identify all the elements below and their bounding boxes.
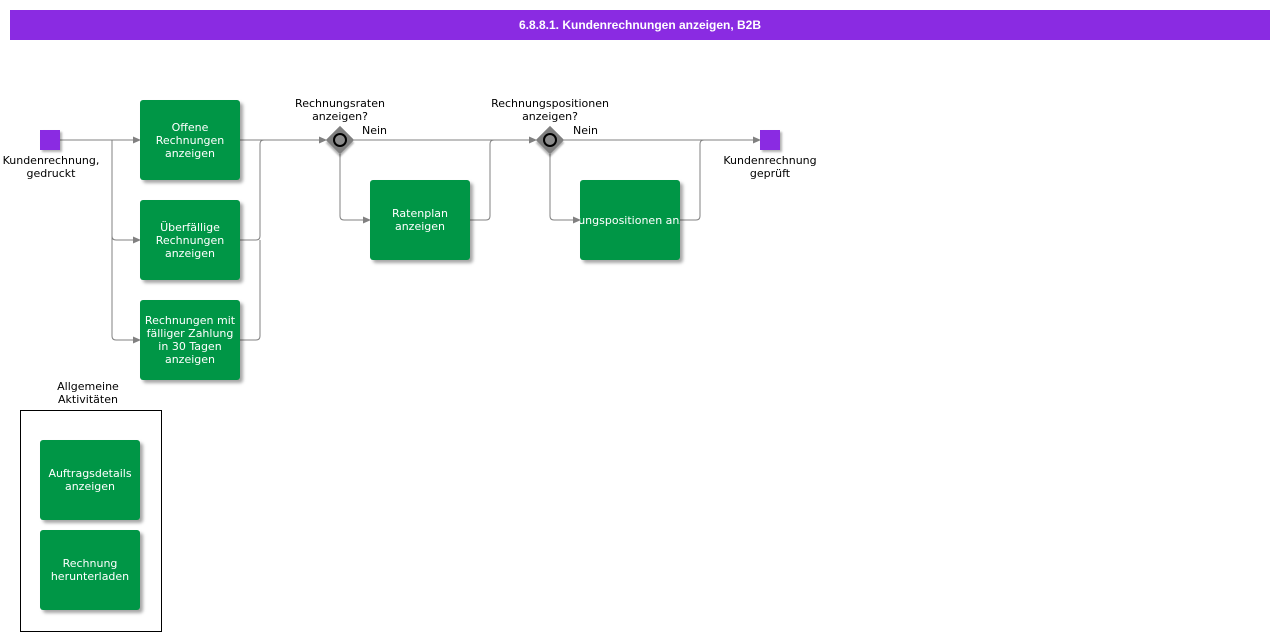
group-label: Allgemeine Aktivitäten: [57, 380, 119, 406]
task-rechnung-herunterladen[interactable]: Rechnung herunterladen: [40, 530, 140, 610]
end-event-label: Kundenrechnung geprüft: [723, 154, 817, 180]
gateway-positionen-nein-label: Nein: [573, 124, 599, 137]
diagram-title: 6.8.8.1. Kundenrechnungen anzeigen, B2B: [10, 10, 1270, 40]
edge-ueberfaellige-to-gateway: [240, 139, 265, 241]
start-event-label: Kundenrechnung, gedruckt: [2, 154, 100, 180]
edge-ratenplan-to-gateway2: [470, 139, 495, 221]
task-auftragsdetails-label: Auftragsdetails anzeigen: [48, 467, 132, 493]
task-auftragsdetails[interactable]: Auftragsdetails anzeigen: [40, 440, 140, 520]
edge-start-to-ueberfaellige: [111, 140, 141, 244]
task-ueberfaellige-rechnungen-label: Überfällige Rechnungen anzeigen: [155, 220, 225, 260]
edge-faellige-to-gateway: [240, 240, 261, 341]
gateway-raten-ring-icon: [333, 133, 347, 147]
gateway-raten-nein-label: Nein: [362, 124, 388, 137]
start-event[interactable]: [40, 130, 60, 150]
task-offene-rechnungen-label: Offene Rechnungen anzeigen: [155, 120, 225, 160]
edge-start-to-faellige: [111, 236, 141, 344]
task-faellige-rechnungen[interactable]: Rechnungen mit fälliger Zahlung in 30 Ta…: [140, 300, 240, 380]
task-ueberfaellige-rechnungen[interactable]: Überfällige Rechnungen anzeigen: [140, 200, 240, 280]
gateway-raten-question: Rechnungsraten anzeigen?: [295, 97, 385, 123]
task-faellige-rechnungen-label: Rechnungen mit fälliger Zahlung in 30 Ta…: [144, 314, 236, 366]
task-rechnung-herunterladen-label: Rechnung herunterladen: [50, 557, 130, 583]
edge-gateway1-to-ratenplan: [339, 154, 371, 224]
task-rechnungspositionen[interactable]: Rechnungspositionen anzeigen: [580, 180, 680, 260]
task-ratenplan-label: Ratenplan anzeigen: [392, 207, 448, 233]
gateway-positionen-question: Rechnungspositionen anzeigen?: [491, 97, 609, 123]
group-allgemeine-aktivitaeten: [20, 410, 162, 632]
edge-gateway2-to-positionen: [549, 154, 581, 224]
task-offene-rechnungen[interactable]: Offene Rechnungen anzeigen: [140, 100, 240, 180]
end-event[interactable]: [760, 130, 780, 150]
gateway-positionen-ring-icon: [543, 133, 557, 147]
task-ratenplan[interactable]: Ratenplan anzeigen: [370, 180, 470, 260]
task-rechnungspositionen-label: Rechnungspositionen anzeigen: [580, 213, 680, 227]
edge-positionen-to-end: [680, 139, 705, 221]
